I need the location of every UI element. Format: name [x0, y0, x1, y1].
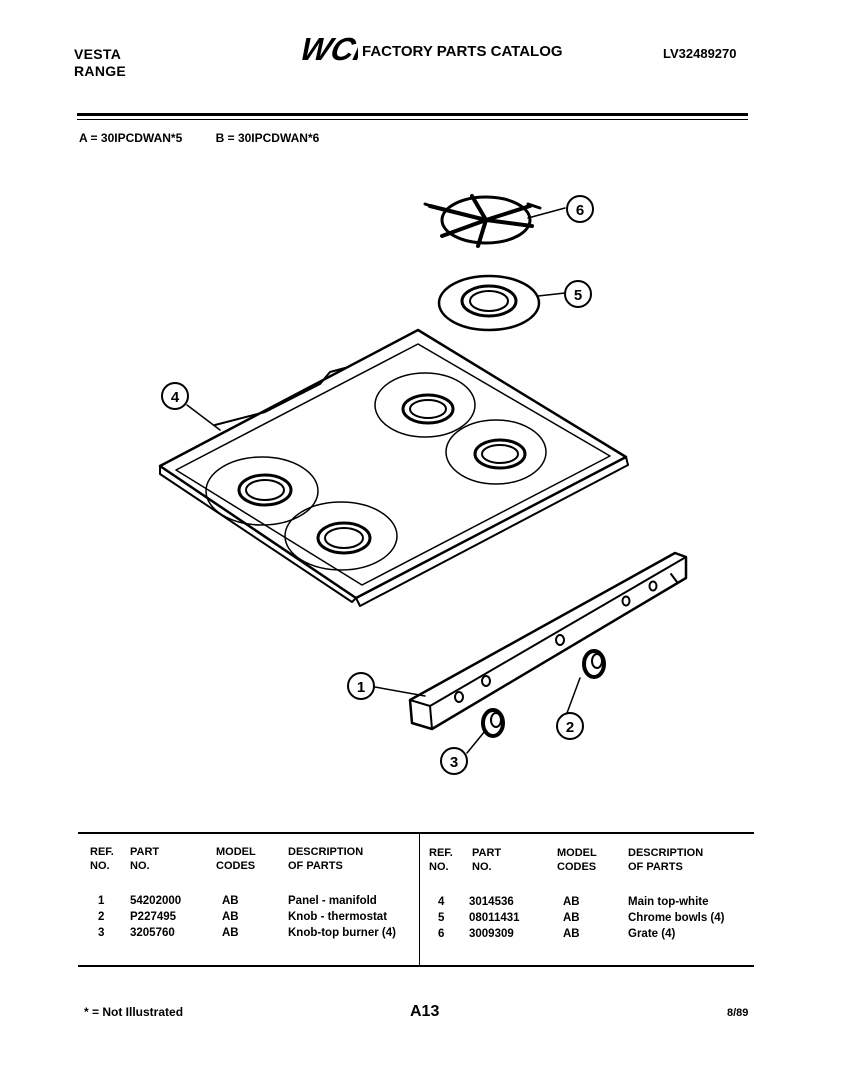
footnote: * = Not Illustrated: [84, 1005, 184, 1019]
svg-text:4: 4: [171, 389, 180, 406]
model-b: B = 30IPCDWAN*6: [215, 131, 320, 145]
chrome-bowl-illustration: [437, 274, 541, 332]
catalog-number: LV32489270: [663, 46, 737, 61]
col-header-ref-right: REF.NO.: [429, 847, 453, 873]
wci-logo: WCI: [298, 31, 358, 66]
svg-text:5: 5: [574, 287, 582, 304]
table-divider: [419, 833, 420, 966]
brand-block: VESTA RANGE: [74, 46, 126, 80]
knob-top-burner-illustration: [481, 708, 505, 738]
table-rule-bottom: [78, 965, 754, 967]
exploded-parts-diagram: 6 5 4 1 2 3: [158, 194, 688, 775]
page-number: A13: [410, 1003, 440, 1020]
product-type: RANGE: [74, 63, 127, 79]
header-rule: [77, 113, 748, 116]
callout-6: 6: [566, 195, 594, 223]
model-list: A = 30IPCDWAN*5 B = 30IPCDWAN*6: [79, 131, 319, 145]
knob-thermostat-illustration: [582, 649, 606, 679]
callout-1: 1: [347, 672, 375, 700]
grate-illustration: [423, 194, 542, 248]
callout-4: 4: [161, 382, 189, 410]
catalog-title: FACTORY PARTS CATALOG: [362, 43, 563, 60]
brand-name: VESTA: [74, 46, 122, 62]
model-a: A = 30IPCDWAN*5: [79, 131, 183, 145]
main-top-illustration: [158, 328, 629, 607]
manifold-panel-illustration: [408, 551, 688, 731]
svg-text:6: 6: [576, 202, 584, 219]
callout-3: 3: [440, 747, 468, 775]
col-header-ref: REF.NO.: [90, 846, 114, 872]
table-rule-top: [78, 832, 754, 834]
svg-text:1: 1: [357, 679, 365, 696]
logo-text: WCI: [298, 31, 358, 66]
svg-text:2: 2: [566, 719, 574, 736]
callout-5: 5: [564, 280, 592, 308]
callout-2: 2: [556, 712, 584, 740]
svg-text:3: 3: [450, 754, 458, 771]
revision-date: 8/89: [727, 1007, 749, 1019]
header-rule-thin: [77, 119, 748, 120]
